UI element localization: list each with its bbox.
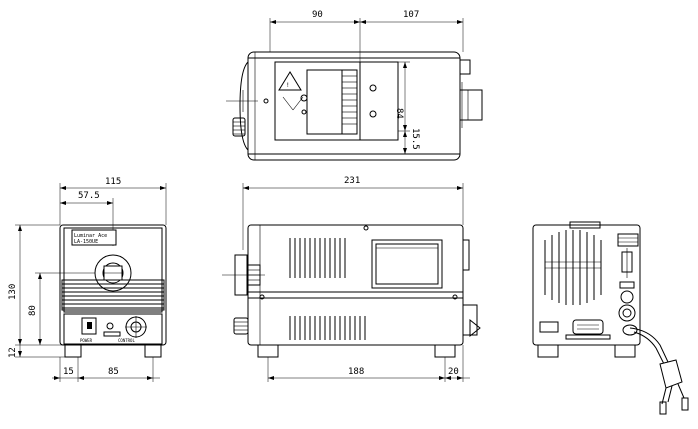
rear-view: [532, 221, 689, 415]
dim-top-107: 107: [403, 10, 419, 20]
dim-front-80: 80: [28, 305, 38, 316]
dim-top-84: 84: [394, 108, 404, 119]
dim-side-231: 231: [344, 176, 360, 186]
front-view: 115 57.5 Luminar Ace LA-150UE POWER: [8, 177, 167, 382]
dim-front-12: 12: [8, 347, 18, 358]
side-upper-vents: [289, 238, 346, 278]
dim-front-85: 85: [108, 367, 119, 377]
rear-grille: [544, 230, 602, 305]
power-label: POWER: [80, 338, 93, 343]
control-label: CONTROL: [118, 338, 135, 343]
front-label-line1: Luminar Ace: [74, 233, 107, 239]
dim-front-115: 115: [105, 177, 121, 187]
dim-front-15: 15: [63, 367, 74, 377]
dim-front-57-5: 57.5: [78, 191, 100, 201]
dim-front-130: 130: [8, 284, 18, 300]
power-plug-icon: [622, 324, 689, 415]
dim-top-90: 90: [312, 10, 323, 20]
side-view: 231: [222, 176, 481, 382]
svg-text:!: !: [286, 82, 290, 89]
side-lower-vents: [289, 316, 366, 340]
dim-side-188: 188: [348, 367, 364, 377]
dim-top-15-5: 15.5: [410, 128, 420, 150]
dim-side-20: 20: [448, 367, 459, 377]
front-label-line2: LA-150UE: [74, 239, 98, 245]
top-view: 90 107 !: [226, 10, 483, 161]
